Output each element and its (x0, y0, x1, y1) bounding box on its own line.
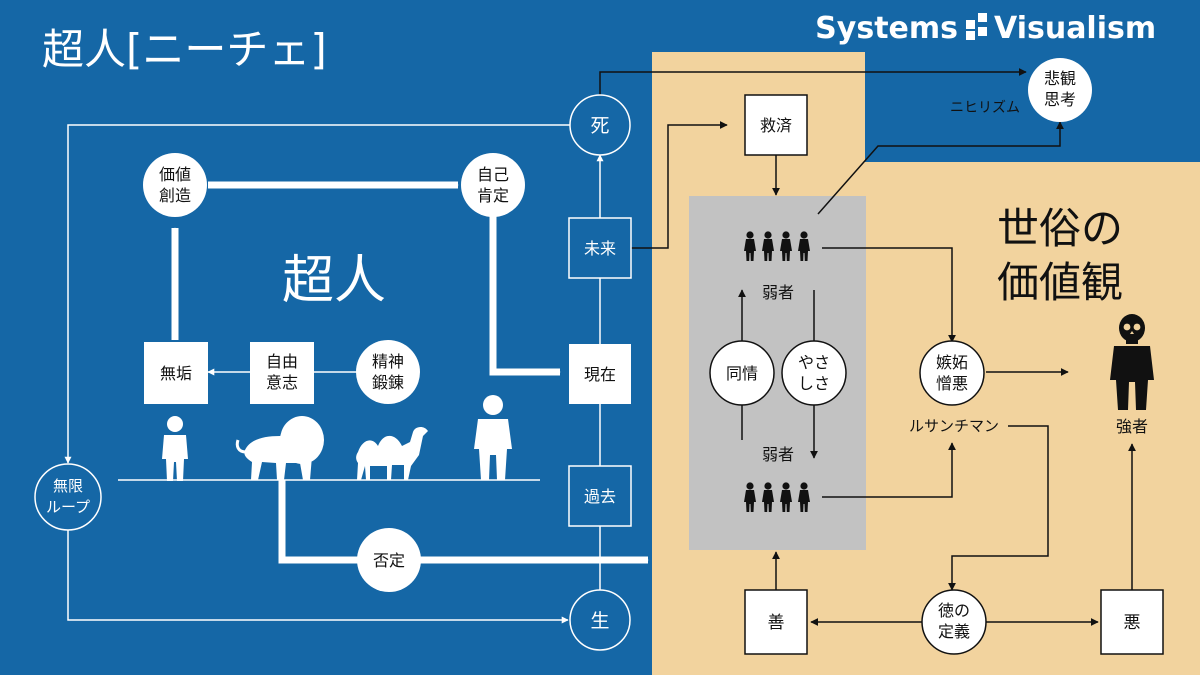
logo-mark-icon (966, 13, 987, 40)
strong-label: 強者 (1116, 417, 1148, 436)
overman-figure-icon (474, 395, 512, 480)
brand-right: Visualism (994, 11, 1156, 46)
svg-text:価値: 価値 (159, 165, 191, 184)
innocence-box: 無垢 (144, 342, 208, 404)
page-title: 超人[ニーチェ] (42, 25, 327, 74)
envy-hatred-circle: 嫉妬 憎悪 (919, 340, 985, 406)
svg-text:死: 死 (590, 115, 609, 137)
white-connectors (64, 124, 649, 624)
right-heading-line2: 価値観 (997, 258, 1123, 307)
weak-bottom-label: 弱者 (762, 445, 794, 464)
child-figure-icon (162, 416, 188, 481)
weak-top-label: 弱者 (762, 283, 794, 302)
self-affirmation-circle: 自己 肯定 (461, 153, 525, 217)
lion-icon (235, 416, 324, 480)
svg-text:否定: 否定 (373, 551, 405, 570)
svg-text:過去: 過去 (584, 487, 616, 506)
svg-text:善: 善 (768, 613, 785, 633)
left-heading: 超人 (282, 251, 386, 311)
past-box: 過去 (568, 465, 632, 527)
svg-text:精神: 精神 (372, 352, 404, 371)
salvation-box: 救済 (744, 94, 808, 156)
svg-text:自己: 自己 (477, 165, 509, 184)
brand-left: Systems (815, 11, 958, 46)
svg-text:創造: 創造 (159, 186, 191, 205)
spirit-training-circle: 精神 鍛錬 (356, 340, 420, 404)
nihilism-label: ニヒリズム (950, 100, 1020, 116)
present-box: 現在 (569, 344, 631, 404)
future-box: 未来 (568, 217, 632, 279)
svg-text:やさ: やさ (798, 353, 830, 372)
svg-text:現在: 現在 (584, 365, 616, 384)
svg-text:肯定: 肯定 (477, 186, 509, 205)
svg-text:無垢: 無垢 (160, 364, 192, 383)
svg-text:嫉妬: 嫉妬 (936, 353, 968, 372)
svg-text:同情: 同情 (726, 364, 758, 383)
kindness-circle: やさ しさ (781, 340, 847, 406)
black-connectors (599, 68, 1136, 626)
svg-text:未来: 未来 (584, 239, 616, 258)
svg-text:自由: 自由 (266, 352, 298, 371)
moral-definition-circle: 徳の 定義 (921, 589, 987, 655)
svg-text:意志: 意志 (266, 373, 298, 392)
evil-box: 悪 (1100, 589, 1164, 655)
svg-text:ループ: ループ (46, 498, 90, 516)
value-creation-circle: 価値 創造 (143, 153, 207, 217)
negation-circle: 否定 (357, 528, 421, 592)
infinite-loop-circle: 無限 ループ (34, 463, 102, 531)
svg-text:定義: 定義 (938, 622, 970, 641)
svg-text:思考: 思考 (1044, 90, 1076, 109)
svg-text:無限: 無限 (53, 477, 83, 495)
svg-text:悪: 悪 (1124, 613, 1141, 633)
svg-text:鍛錬: 鍛錬 (372, 373, 404, 392)
free-will-box: 自由 意志 (250, 342, 314, 404)
death-circle: 死 (569, 94, 631, 156)
svg-text:悲観: 悲観 (1044, 69, 1076, 88)
svg-text:生: 生 (590, 610, 609, 632)
skull-figure-icon (1110, 314, 1154, 410)
svg-text:しさ: しさ (798, 374, 830, 393)
ressentiment-label: ルサンチマン (909, 417, 999, 435)
birth-circle: 生 (569, 589, 631, 651)
right-heading-line1: 世俗の (997, 204, 1123, 253)
svg-text:徳の: 徳の (938, 601, 970, 620)
pessimism-circle: 悲観 思考 (1028, 58, 1092, 122)
svg-text:憎悪: 憎悪 (936, 374, 968, 393)
good-box: 善 (744, 589, 808, 655)
camel-icon (356, 426, 428, 480)
brand-logo: Systems Visualism (815, 11, 1156, 46)
svg-text:救済: 救済 (760, 116, 792, 135)
sympathy-circle: 同情 (709, 340, 775, 406)
